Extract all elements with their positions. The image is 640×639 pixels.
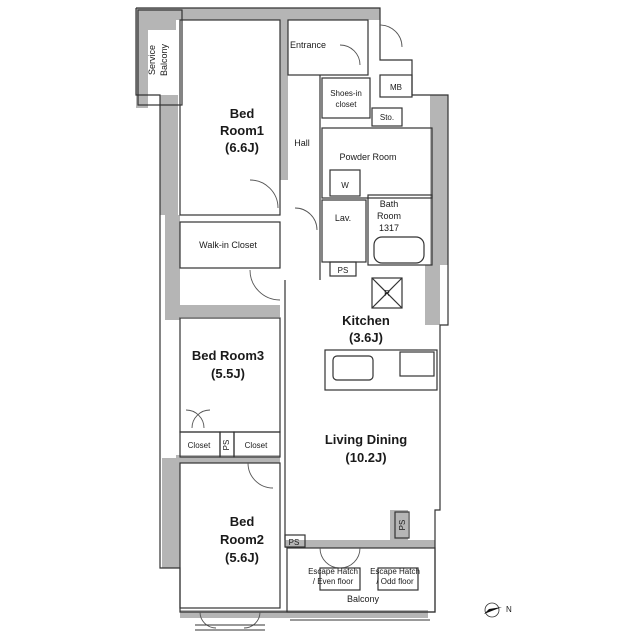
bath-label-2: Room — [377, 211, 401, 221]
ps-label-d: PS — [398, 520, 407, 531]
ps-label-a: PS — [338, 266, 349, 275]
entrance-label: Entrance — [290, 40, 326, 50]
labels: Service Balcony Entrance Bed Room1 (6.6J… — [147, 40, 420, 604]
mb-label: MB — [390, 83, 402, 92]
hall-label: Hall — [294, 138, 310, 148]
bedroom2-label-2: Room2 — [220, 532, 264, 547]
balcony-label: Balcony — [347, 594, 380, 604]
shoes-closet-label-2: closet — [336, 100, 358, 109]
kitchen-label-1: Kitchen — [342, 313, 390, 328]
bath-label-1: Bath — [380, 199, 399, 209]
windows — [159, 355, 430, 631]
ps-label-b: PS — [222, 440, 231, 451]
washer-label: W — [341, 181, 349, 190]
hatch-even-label-1: Escape Hatch — [308, 567, 358, 576]
r-label: R — [384, 289, 390, 298]
sto-label: Sto. — [380, 113, 394, 122]
bedroom2-label-3: (5.6J) — [225, 550, 259, 565]
hatch-odd-label-2: / Odd floor — [376, 577, 414, 586]
powder-room-label: Powder Room — [339, 152, 396, 162]
living-label-1: Living Dining — [325, 432, 407, 447]
service-balcony-label-2: Balcony — [159, 43, 169, 76]
service-balcony-label-1: Service — [147, 45, 157, 75]
compass-label: N — [506, 605, 512, 614]
bath-label-3: 1317 — [379, 223, 399, 233]
shoes-closet-label-1: Shoes-in — [330, 89, 362, 98]
kitchen-label-2: (3.6J) — [349, 330, 383, 345]
outlines — [135, 7, 449, 613]
bedroom1-label-2: Room1 — [220, 123, 264, 138]
closet-right-label: Closet — [245, 441, 268, 450]
bedroom3-label-1: Bed Room3 — [192, 348, 264, 363]
hatch-odd-label-1: Escape Hatch — [370, 567, 420, 576]
doors — [185, 24, 403, 629]
bedroom1-label-1: Bed — [230, 106, 255, 121]
closet-left-label: Closet — [188, 441, 211, 450]
hatch-even-label-2: / Even floor — [313, 577, 354, 586]
walls — [136, 8, 448, 618]
bedroom2-label-1: Bed — [230, 514, 255, 529]
walkin-closet-label: Walk-in Closet — [199, 240, 257, 250]
ps-label-c: PS — [289, 538, 300, 547]
living-label-2: (10.2J) — [345, 450, 386, 465]
compass-icon: N — [484, 602, 512, 618]
lav-label: Lav. — [335, 213, 351, 223]
bedroom3-label-2: (5.5J) — [211, 366, 245, 381]
bedroom1-label-3: (6.6J) — [225, 140, 259, 155]
